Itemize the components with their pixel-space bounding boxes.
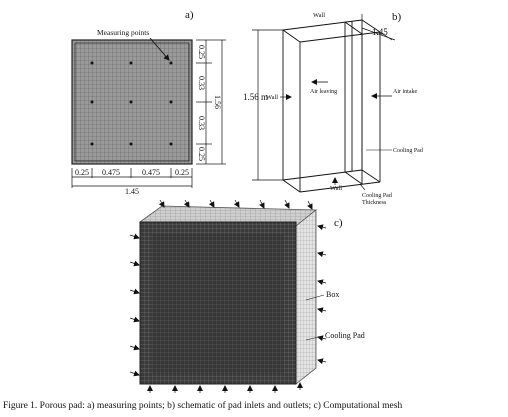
horizontal-dimensions xyxy=(71,168,193,188)
dim-v-2: 0.33 xyxy=(197,76,206,90)
pad-frame-inner xyxy=(74,42,190,162)
wall-bottom-label: Wall xyxy=(330,185,342,192)
wall-top-label: Wall xyxy=(313,12,325,19)
measuring-point xyxy=(129,61,133,65)
boundary-arrows-left xyxy=(129,233,140,377)
width-dimension xyxy=(361,14,396,41)
dim-h-2: 0.475 xyxy=(102,168,120,177)
measuring-point xyxy=(169,61,173,65)
pad-thickness-label-2: Thickness xyxy=(362,200,387,206)
pad-thickness-leader xyxy=(359,183,366,191)
vertical-dimensions xyxy=(196,39,226,165)
panel-c-label: c) xyxy=(334,217,343,229)
box-leader xyxy=(305,294,325,301)
schematic-box xyxy=(282,19,381,193)
dim-h-3: 0.475 xyxy=(142,168,160,177)
boundary-arrows-top xyxy=(158,199,313,210)
air-intake-label: Air intake xyxy=(393,89,417,95)
boundary-arrows-bottom xyxy=(147,382,303,393)
boundary-arrows-right xyxy=(317,224,327,365)
mesh-inner-grid xyxy=(152,234,284,374)
measuring-point xyxy=(169,142,173,146)
cooling-pad-c-leader xyxy=(305,335,324,341)
width-label: 1.45 xyxy=(372,27,388,37)
panel-c: c) xyxy=(129,199,365,393)
cooling-pad-c-label: Cooling Pad xyxy=(325,331,365,340)
dim-v-1: 0.25 xyxy=(197,45,206,59)
cooling-pad-label: Cooling Pad xyxy=(393,148,423,154)
measuring-point xyxy=(129,100,133,104)
dim-h-4: 0.25 xyxy=(175,168,189,177)
wall-left-label: Wall xyxy=(266,94,278,101)
dim-h-1: 0.25 xyxy=(75,168,89,177)
panel-b-label: b) xyxy=(392,11,402,23)
measuring-points-label: Measuring points xyxy=(97,28,149,37)
dim-v-3: 0.33 xyxy=(197,116,206,130)
measuring-points xyxy=(90,61,173,146)
dim-v-4: 0.25 xyxy=(197,147,206,161)
measuring-point xyxy=(90,61,94,65)
mesh-side-face xyxy=(295,209,317,385)
panel-b: b) xyxy=(243,11,423,206)
box-label: Box xyxy=(326,290,339,299)
figure-caption: Figure 1. Porous pad: a) measuring point… xyxy=(3,401,403,411)
measuring-point xyxy=(90,142,94,146)
panel-a: a) Measuring points xyxy=(71,9,226,196)
dim-h-total: 1.45 xyxy=(125,187,139,196)
dim-v-total: 1.56 xyxy=(213,95,222,109)
measuring-point xyxy=(169,100,173,104)
measuring-points-arrow xyxy=(149,37,170,61)
measuring-point xyxy=(90,100,94,104)
air-leaving-label: Air leaving xyxy=(310,89,337,95)
height-dimension xyxy=(252,29,283,181)
panel-a-label: a) xyxy=(185,9,194,21)
height-label: 1.56 m xyxy=(243,92,268,102)
pad-thickness-label-1: Cooling Pad xyxy=(362,193,392,199)
measuring-point xyxy=(129,142,133,146)
